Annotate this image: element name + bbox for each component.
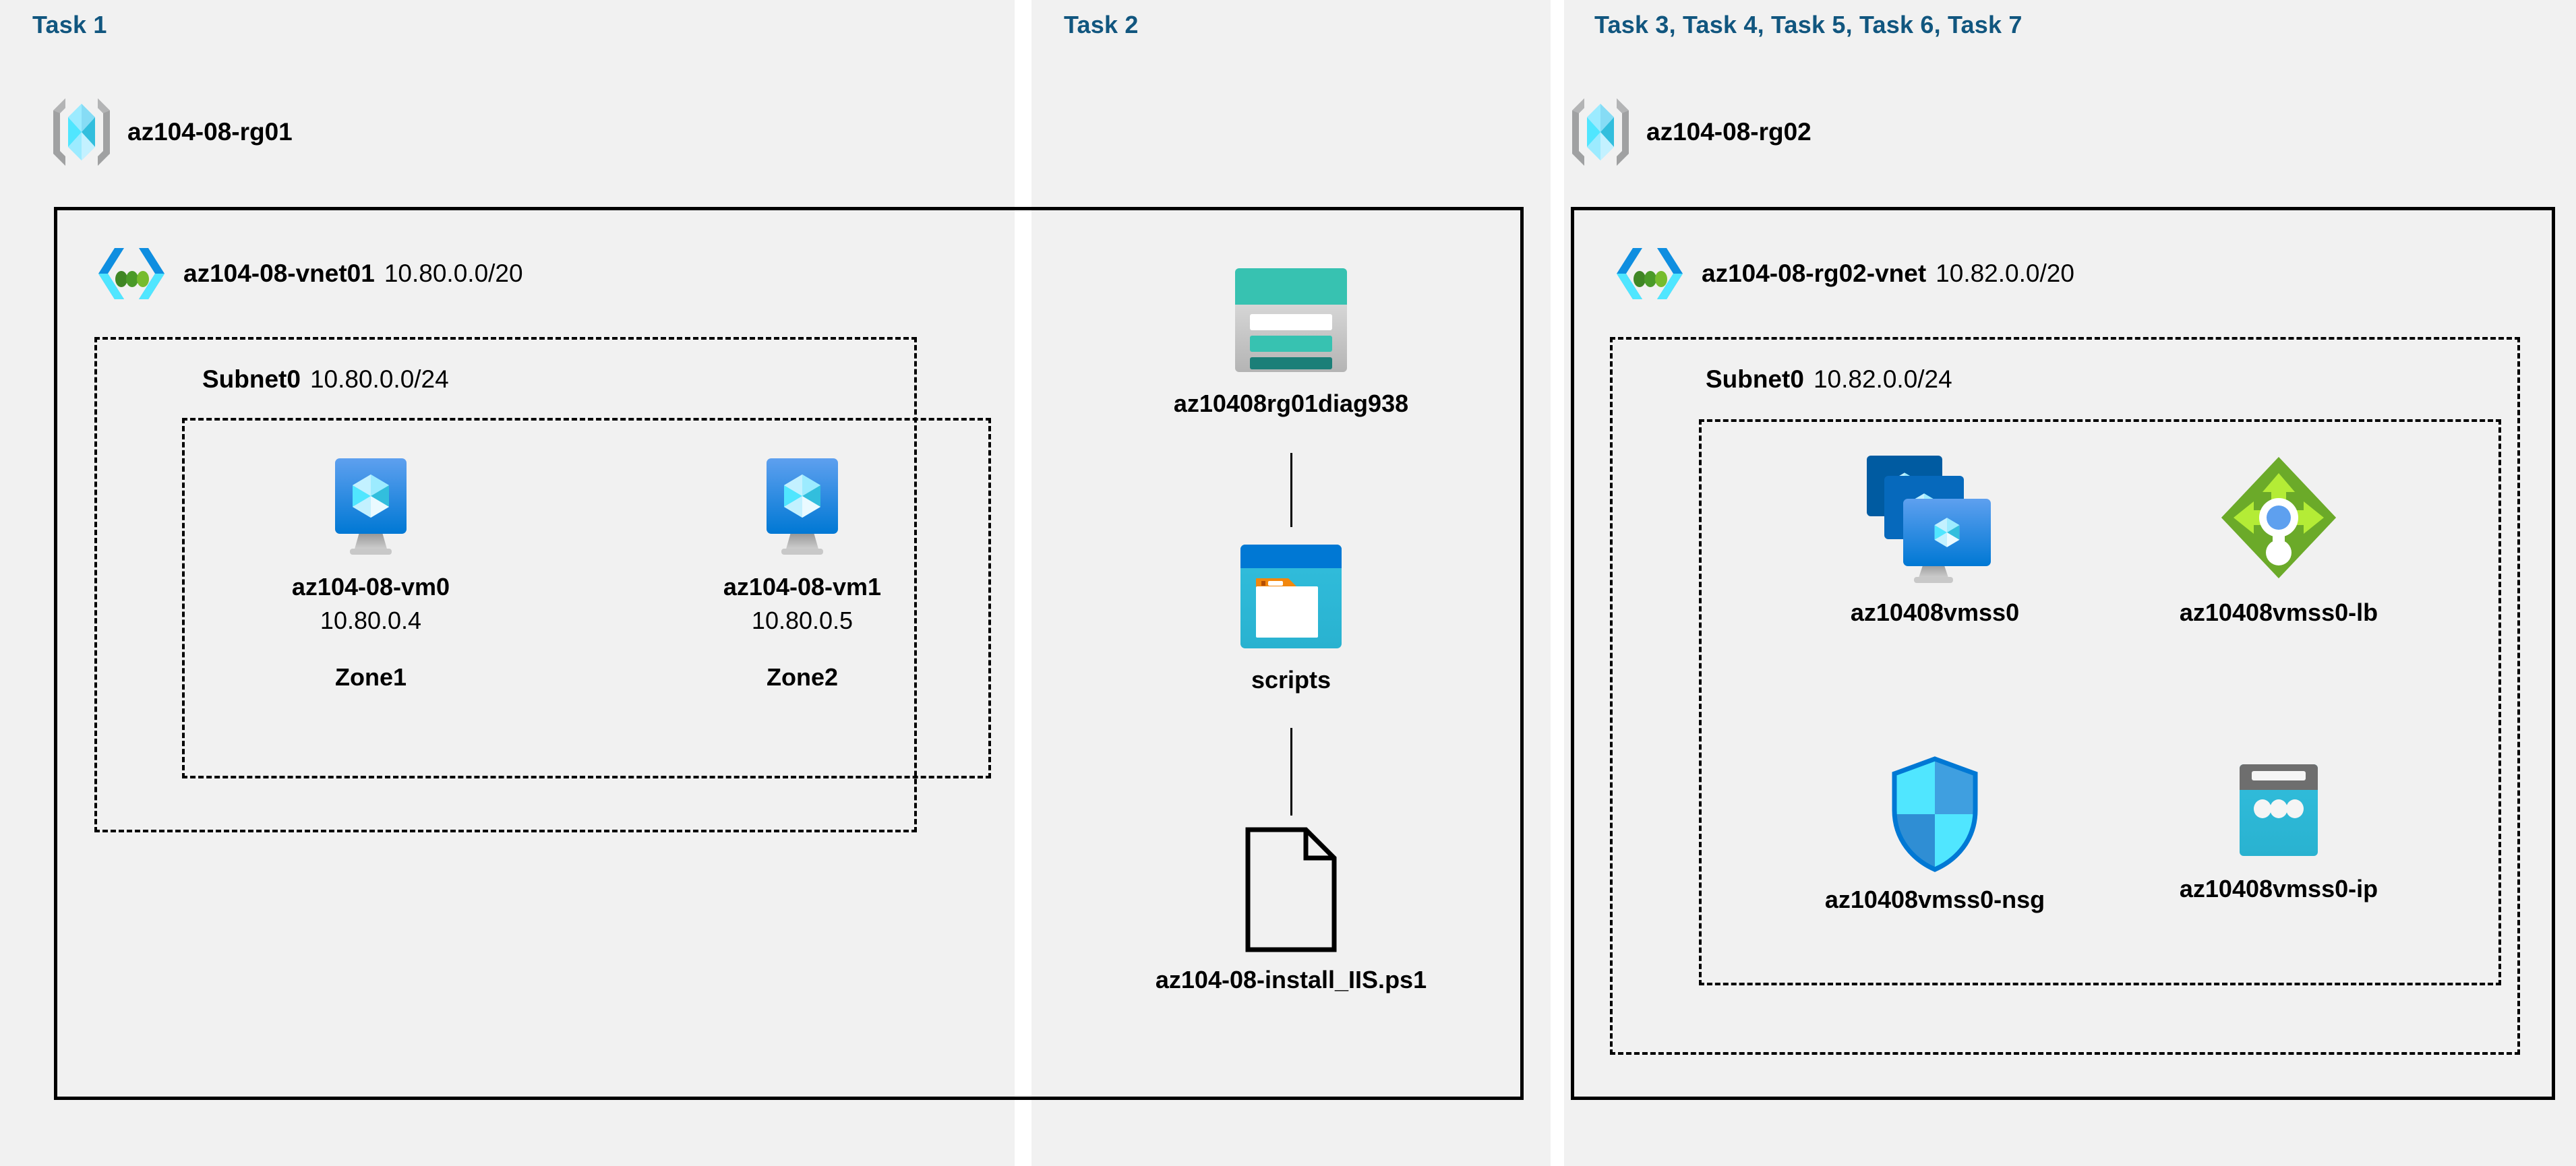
vnet-row-vnet01: az104-08-vnet01 10.80.0.0/20 xyxy=(94,243,523,305)
blob-container-name: scripts xyxy=(1251,666,1331,694)
resource-group-name-rg02: az104-08-rg02 xyxy=(1646,118,1811,146)
vnet-row-rg02-vnet: az104-08-rg02-vnet 10.82.0.0/20 xyxy=(1613,243,2074,305)
subnet-box-subnet0-col3 xyxy=(1610,337,2520,1055)
vnet-name-rg02-vnet: az104-08-rg02-vnet xyxy=(1702,259,1927,287)
vm-node-az104-08-vm0[interactable]: az104-08-vm0 10.80.0.4 Zone1 xyxy=(256,453,485,692)
subnet-label-col1: Subnet0 10.80.0.0/24 xyxy=(202,365,449,394)
storage-account-node[interactable]: az10408rg01diag938 xyxy=(1089,263,1493,418)
vnet-box-vnet01 xyxy=(54,207,1524,1100)
nsg-node-az10408vmss0-nsg[interactable]: az10408vmss0-nsg xyxy=(1766,755,2103,914)
subnet-cidr-col1: 10.80.0.0/24 xyxy=(309,365,449,393)
panel-task3-7 xyxy=(1564,0,2576,1166)
blob-container-node[interactable]: scripts xyxy=(1146,539,1436,694)
resource-group-row-rg01: az104-08-rg01 xyxy=(51,94,293,170)
file-icon xyxy=(1241,826,1341,954)
vm-name-az104-08-vm1: az104-08-vm1 xyxy=(723,573,882,601)
vnet-box-rg02-vnet xyxy=(1571,207,2555,1100)
ps1-file-node[interactable]: az104-08-install_IIS.ps1 xyxy=(1072,826,1510,994)
vmss-name-az10408vmss0: az10408vmss0 xyxy=(1850,599,2020,626)
blob-container-icon xyxy=(1230,539,1352,654)
task-label-1: Task 1 xyxy=(32,11,107,38)
task-label-3-7: Task 3, Task 4, Task 5, Task 6, Task 7 xyxy=(1594,11,2023,38)
subnet-name-col3: Subnet0 xyxy=(1706,365,1804,393)
vm-ip-az104-08-vm1: 10.80.0.5 xyxy=(751,607,853,634)
virtual-machine-icon xyxy=(330,453,412,561)
public-ip-name-az10408vmss0-ip: az10408vmss0-ip xyxy=(2179,875,2378,902)
vnet-name-vnet01: az104-08-vnet01 xyxy=(183,259,375,287)
vm-name-az104-08-vm0: az104-08-vm0 xyxy=(291,573,450,601)
storage-account-icon xyxy=(1227,263,1355,377)
vnet-cidr-rg02-vnet: 10.82.0.0/20 xyxy=(1936,259,2074,287)
ps1-file-name: az104-08-install_IIS.ps1 xyxy=(1155,966,1427,993)
resource-group-row-rg02: az104-08-rg02 xyxy=(1569,94,1811,170)
subnet-label-col3: Subnet0 10.82.0.0/24 xyxy=(1706,365,1952,394)
vm-group-box-col1 xyxy=(182,418,991,778)
virtual-network-icon xyxy=(1613,243,1687,305)
vm-scale-set-icon xyxy=(1864,452,2006,586)
network-security-group-icon xyxy=(1888,755,1982,873)
subnet-name-col1: Subnet0 xyxy=(202,365,301,393)
subnet-box-subnet0-col1 xyxy=(94,337,917,832)
vnet-cidr-vnet01: 10.80.0.0/20 xyxy=(384,259,523,287)
vmss-node-az10408vmss0[interactable]: az10408vmss0 xyxy=(1766,452,2103,627)
load-balancer-icon xyxy=(2216,452,2341,586)
virtual-network-icon xyxy=(94,243,169,305)
vm-zone-az104-08-vm1: Zone2 xyxy=(766,663,838,691)
public-ip-node-az10408vmss0-ip[interactable]: az10408vmss0-ip xyxy=(2110,762,2447,903)
vm-ip-az104-08-vm0: 10.80.0.4 xyxy=(320,607,422,634)
public-ip-address-icon xyxy=(2229,762,2329,863)
connector-container-to-file xyxy=(1290,728,1292,816)
connector-storage-to-container xyxy=(1290,453,1292,527)
subnet-cidr-col3: 10.82.0.0/24 xyxy=(1813,365,1952,393)
load-balancer-name-az10408vmss0-lb: az10408vmss0-lb xyxy=(2179,599,2378,626)
storage-account-name: az10408rg01diag938 xyxy=(1173,390,1409,417)
virtual-machine-icon xyxy=(761,453,843,561)
task-label-2: Task 2 xyxy=(1064,11,1139,38)
resource-group-icon xyxy=(1569,94,1631,170)
resource-group-box-col3 xyxy=(1699,419,2501,985)
panel-task1 xyxy=(0,0,1015,1166)
resource-group-icon xyxy=(51,94,113,170)
resource-group-name-rg01: az104-08-rg01 xyxy=(127,118,293,146)
vm-zone-az104-08-vm0: Zone1 xyxy=(334,663,407,691)
nsg-name-az10408vmss0-nsg: az10408vmss0-nsg xyxy=(1824,886,2045,913)
load-balancer-node-az10408vmss0-lb[interactable]: az10408vmss0-lb xyxy=(2110,452,2447,627)
vm-node-az104-08-vm1[interactable]: az104-08-vm1 10.80.0.5 Zone2 xyxy=(688,453,917,692)
